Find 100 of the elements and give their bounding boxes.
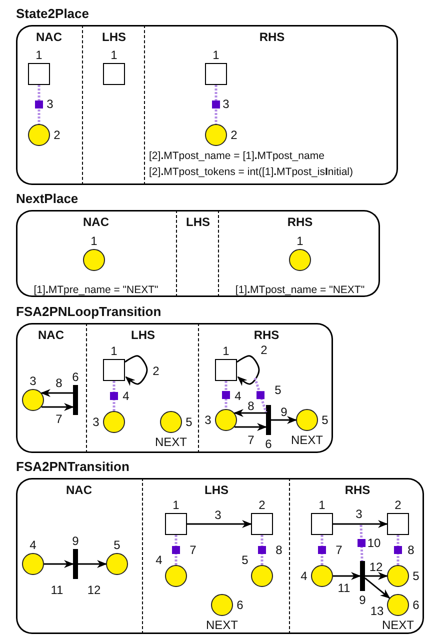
state-box	[103, 359, 125, 381]
edge-label: 7	[190, 543, 196, 557]
edge-label: 4	[122, 389, 130, 403]
edge-label: 2	[260, 343, 268, 357]
place-circle	[387, 565, 409, 587]
edge-label: 7	[248, 433, 254, 447]
place-circle	[311, 565, 333, 587]
node-label: 5	[242, 553, 248, 567]
edge-label: 12	[87, 583, 101, 597]
section-heading: LHS	[131, 328, 155, 342]
rule-panel	[16, 478, 424, 634]
link-line	[396, 535, 400, 565]
transition-bar	[266, 405, 271, 435]
arrow	[78, 560, 107, 568]
link-line	[174, 535, 178, 565]
node-label: 5	[186, 415, 192, 429]
edge-label: 11	[338, 581, 350, 595]
panel-title: NextPlace	[16, 191, 78, 206]
edge-label: 7	[56, 412, 62, 426]
section-heading: RHS	[259, 30, 285, 44]
loop-arrow	[236, 355, 260, 386]
node-label: 6	[236, 598, 244, 612]
link-line	[112, 381, 116, 411]
state-box	[103, 63, 125, 85]
edge-label: 2	[152, 364, 160, 378]
panel-title: FSA2PNLoopTransition	[16, 304, 162, 319]
node-label: NEXT	[382, 618, 414, 632]
node-label: NEXT	[291, 433, 323, 447]
place-circle	[28, 124, 50, 146]
section-heading: LHS	[186, 215, 210, 229]
node-label: 6	[72, 370, 79, 384]
link-line	[320, 535, 324, 565]
link-line	[260, 535, 264, 565]
constraint-text: [2].MTpost_tokens = int([1].MTpost_isInitial)	[149, 166, 353, 179]
state-box	[28, 63, 50, 85]
state-box	[387, 513, 409, 535]
place-circle	[106, 553, 128, 575]
edge-label: 5	[274, 383, 282, 397]
edge-label: 3	[356, 507, 362, 521]
node-label: 2	[230, 128, 238, 142]
place-circle	[22, 389, 44, 411]
constraint-text: [1].MTpre_name = "NEXT"	[34, 284, 158, 297]
node-label: 3	[30, 374, 36, 388]
arrow	[333, 520, 388, 528]
place-circle	[211, 594, 233, 616]
state-box	[205, 63, 227, 85]
link-line	[254, 378, 268, 413]
node-label: 1	[110, 48, 118, 62]
edge-label: 10	[367, 536, 381, 550]
edge-label: 8	[276, 543, 282, 557]
loop-arrow	[124, 355, 148, 386]
state-box	[251, 513, 273, 535]
arrow	[271, 416, 297, 424]
node-label: 6	[412, 598, 420, 612]
link-line	[224, 381, 228, 409]
place-circle	[296, 409, 318, 431]
arrow	[40, 389, 73, 397]
place-circle	[103, 411, 125, 433]
place-circle	[165, 565, 187, 587]
node-label: 4	[30, 538, 36, 552]
section-heading: NAC	[38, 328, 64, 342]
edge-label: 3	[222, 97, 230, 111]
edge-label: 11	[50, 583, 64, 597]
transition-bar	[73, 385, 78, 415]
node-label: 1	[296, 234, 304, 248]
place-circle	[387, 594, 409, 616]
section-heading: NAC	[83, 215, 109, 229]
edge-label: 8	[408, 543, 414, 557]
arrow	[365, 572, 388, 580]
node-label: 6	[265, 437, 272, 451]
state-box	[215, 359, 237, 381]
rule-panel	[16, 210, 380, 297]
constraint-text: [1].MTpost_name = "NEXT"	[235, 284, 365, 297]
node-label: 2	[258, 498, 266, 512]
edge-label: 3	[214, 508, 222, 522]
node-label: 5	[322, 413, 328, 427]
place-circle	[22, 553, 44, 575]
place-circle	[251, 565, 273, 587]
edge-label: 8	[56, 376, 62, 390]
place-circle	[215, 409, 237, 431]
edge-label: 7	[336, 543, 342, 557]
place-circle	[289, 249, 311, 271]
section-heading: LHS	[102, 30, 126, 44]
node-label: 2	[54, 128, 60, 142]
arrow	[233, 409, 266, 417]
edge-label: 12	[369, 560, 383, 574]
node-label: NEXT	[155, 435, 187, 449]
section-heading: LHS	[204, 483, 228, 497]
panel-title: State2Place	[16, 6, 89, 21]
place-circle	[83, 249, 105, 271]
node-label: 5	[114, 538, 120, 552]
link-line	[38, 85, 40, 124]
node-label: 1	[110, 344, 118, 358]
place-circle	[205, 124, 227, 146]
panel-title: FSA2PNTransition	[16, 459, 130, 474]
transition-bar	[360, 561, 365, 591]
section-heading: NAC	[66, 483, 92, 497]
node-label: 3	[92, 415, 100, 429]
node-label: 3	[204, 413, 212, 427]
state-box	[311, 513, 333, 535]
